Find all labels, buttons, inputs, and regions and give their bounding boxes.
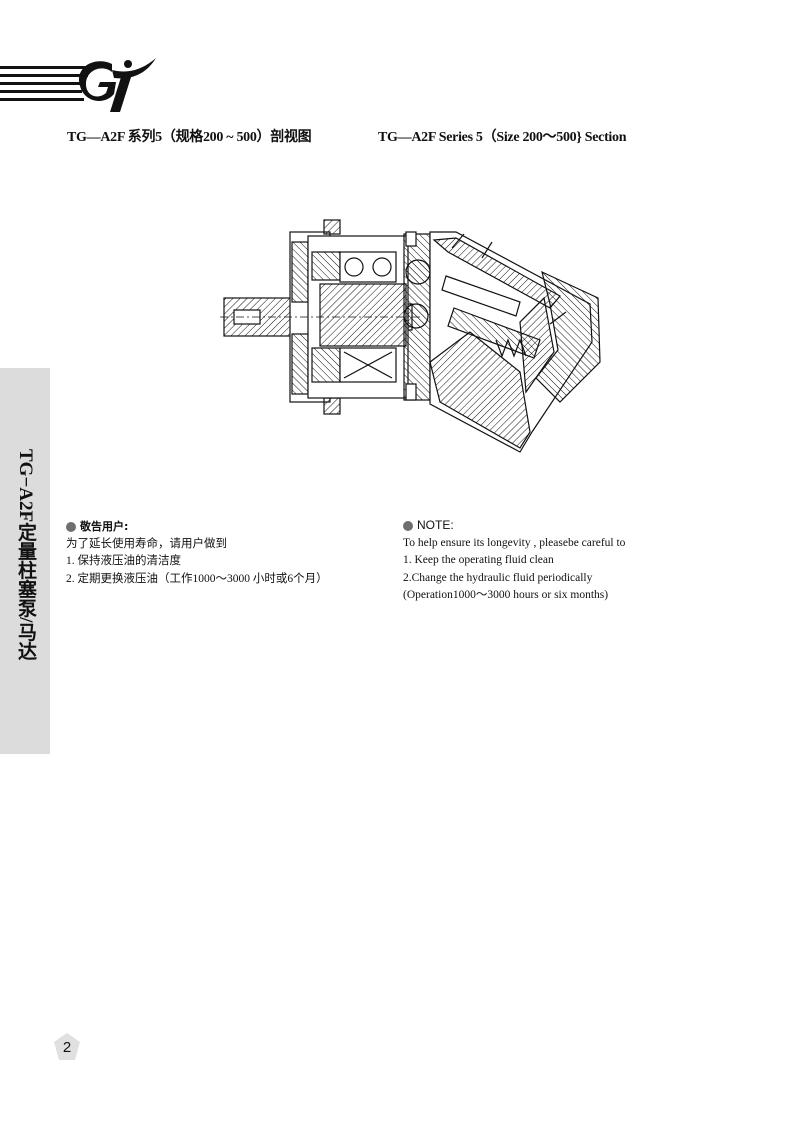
note-line: 2. 定期更换液压油（工作1000～3000 小时或6个月）: [66, 572, 328, 585]
side-tab: [0, 368, 50, 754]
notes-english: NOTE: To help ensure its longevity , ple…: [403, 517, 625, 605]
note-line: 1. 保持液压油的清洁度: [66, 555, 181, 567]
note-line: 1. Keep the operating fluid clean: [403, 554, 554, 566]
company-logo-icon: [0, 52, 160, 114]
page-title-chinese: TG—A2F 系列5（规格200 ~ 500）剖视图: [67, 130, 312, 145]
note-line: To help ensure its longevity , pleasebe …: [403, 536, 626, 549]
notes-chinese: 敬告用户: 为了延长使用寿命，请用户做到 1. 保持液压油的清洁度 2. 定期更…: [66, 518, 328, 588]
bullet-icon: [66, 521, 76, 532]
note-line: 2.Change the hydraulic fluid periodicall…: [403, 571, 593, 584]
note-line: 为了延长使用寿命，请用户做到: [66, 537, 227, 550]
bullet-icon: [403, 520, 413, 531]
side-tab-label: TG−A2F定量柱塞泵/马达: [15, 449, 36, 661]
page-title-english: TG—A2F Series 5（Size 200～500} Section: [378, 130, 627, 145]
pump-cross-section-drawing: [220, 212, 604, 467]
notes-english-heading: NOTE:: [403, 517, 625, 535]
page-number-badge: 2: [53, 1032, 81, 1062]
page-number: 2: [62, 1039, 72, 1056]
note-line: (Operation1000～3000 hours or six months): [403, 589, 609, 601]
notes-chinese-heading: 敬告用户:: [66, 518, 328, 536]
